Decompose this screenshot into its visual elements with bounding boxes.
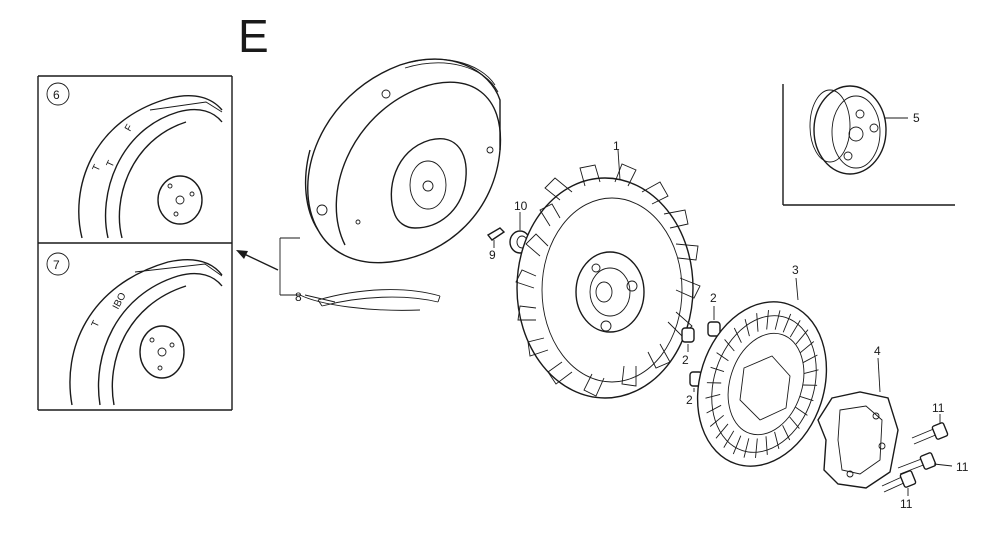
callout-9: 9: [489, 248, 496, 262]
stator-slot: [782, 313, 792, 333]
nut-2a: [707, 306, 721, 337]
stator-slot: [789, 320, 801, 338]
stator-slot: [803, 369, 819, 375]
stator-slot: [715, 423, 729, 439]
callout-11b: 11: [956, 460, 969, 474]
section-letter: E: [238, 10, 269, 62]
stator-slot: [765, 436, 768, 455]
callout-8: 8: [295, 290, 302, 304]
stator-slot: [782, 425, 791, 441]
callout-11c: 11: [900, 497, 913, 511]
flywheel-housing: [304, 58, 502, 264]
detail-6-callout: 6: [53, 88, 60, 102]
stator-slot: [789, 416, 800, 429]
stator-slot: [766, 310, 769, 330]
inset-box: 5: [782, 84, 955, 206]
stator-slot: [774, 431, 780, 450]
flywheel-fan: [515, 149, 701, 399]
stator-slot: [795, 329, 809, 345]
bracket-8: [279, 237, 336, 303]
stator-slot: [710, 366, 725, 373]
callout-3: 3: [792, 263, 799, 277]
stator-slot: [706, 404, 722, 414]
stator-slot: [756, 313, 759, 332]
detail-panel: 6 F T T 7 IBO T: [37, 75, 233, 411]
stator-slot: [800, 341, 815, 354]
stator-slot: [723, 430, 735, 448]
bolt-11b: [897, 452, 953, 475]
stator-slot: [755, 438, 758, 458]
stator-slot: [709, 414, 724, 427]
detail-7-view: 7 IBO T: [46, 252, 223, 406]
stator-slot: [799, 395, 814, 402]
stator-slot: [743, 438, 750, 458]
bracket-4: [817, 357, 899, 489]
stator-slot: [802, 354, 818, 364]
callout-5: 5: [913, 111, 920, 125]
callout-2c: 2: [686, 393, 693, 407]
callout-2b: 2: [682, 353, 689, 367]
stator-slot: [732, 435, 742, 455]
callout-4: 4: [874, 344, 881, 358]
cup-washer: [809, 85, 887, 175]
pointer-arrow: [236, 250, 279, 271]
callout-10: 10: [514, 199, 528, 213]
callout-11a: 11: [932, 401, 945, 415]
stator-slot: [705, 393, 721, 399]
detail-6-mark-f: F: [123, 123, 136, 134]
stator-slot: [724, 339, 735, 352]
detail-6-mark-t2: T: [91, 163, 104, 173]
callout-1: 1: [613, 139, 620, 153]
callout-2a: 2: [710, 291, 717, 305]
bolt-11c: [881, 470, 917, 496]
key: [486, 227, 506, 248]
stator-slot: [774, 310, 781, 330]
stator-plate: [696, 277, 828, 467]
bolt-11a: [911, 414, 949, 445]
detail-7-callout: 7: [53, 258, 60, 272]
detail-6-view: 6 F T T: [46, 82, 223, 239]
nut-2b: [681, 327, 695, 352]
stator-slot: [733, 327, 742, 343]
stator-slot: [716, 352, 729, 362]
stator-slot: [744, 318, 750, 337]
gasket: [299, 289, 441, 311]
detail-6-mark-t1: T: [105, 159, 118, 169]
stator-slot: [795, 406, 808, 416]
detail-7-mark-t: T: [90, 319, 103, 329]
